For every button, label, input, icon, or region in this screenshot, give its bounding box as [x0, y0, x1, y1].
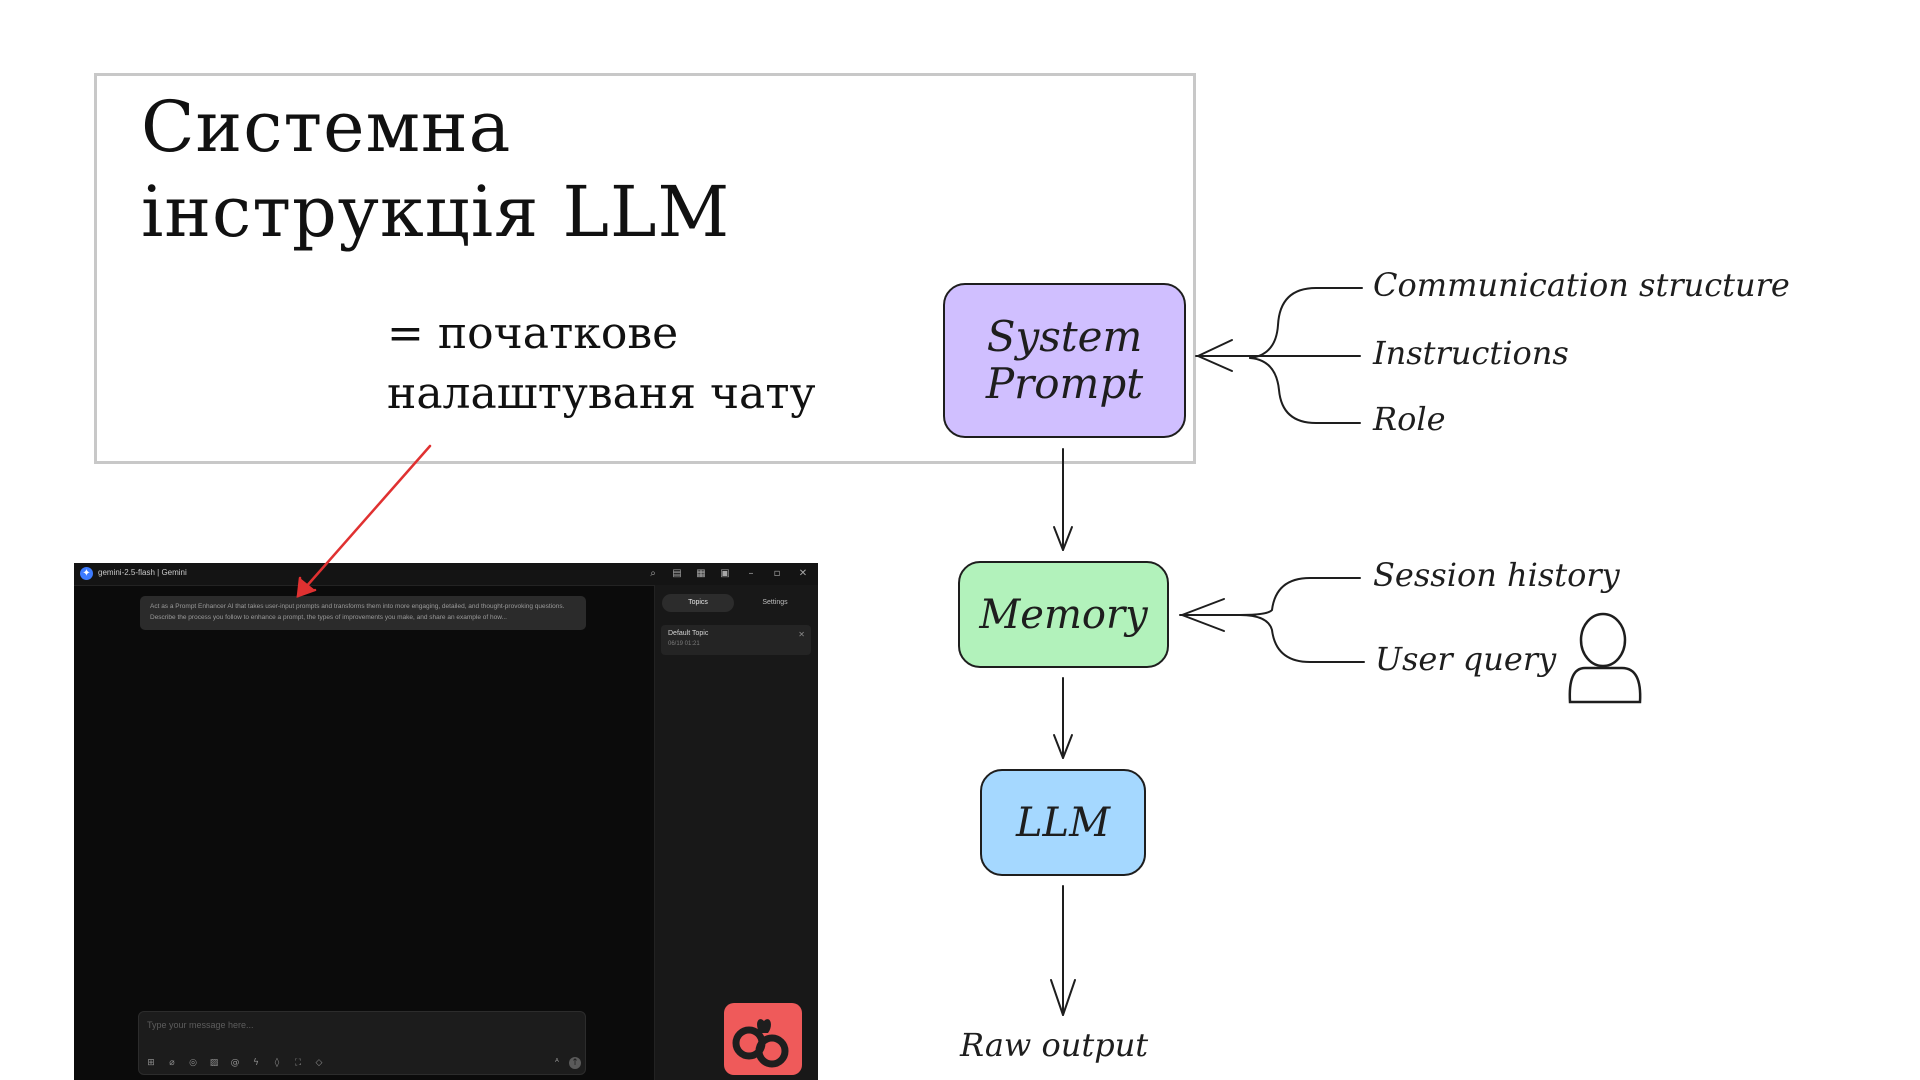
- label-raw-output: Raw output: [960, 1026, 1149, 1064]
- paperclip-icon[interactable]: ⌀: [169, 1058, 175, 1068]
- system-prompt-node: System Prompt: [943, 283, 1186, 438]
- grid-icon[interactable]: ▦: [696, 568, 706, 579]
- topic-time: 06/19 01:21: [668, 641, 700, 647]
- tab-topics[interactable]: Topics: [662, 594, 734, 612]
- subtitle-line-1: = початкове: [387, 308, 679, 359]
- connector-session-history: [1239, 577, 1361, 616]
- eraser-icon[interactable]: ◇: [315, 1058, 323, 1068]
- subtitle-line-2: налаштуваня чату: [387, 368, 816, 419]
- image-icon[interactable]: ▨: [209, 1058, 219, 1068]
- app-sidebar: Topics Settings Default Topic 06/19 01:2…: [654, 585, 818, 1080]
- minimize-icon[interactable]: –: [748, 568, 754, 579]
- label-instructions: Instructions: [1373, 334, 1569, 372]
- connector-user-query: [1239, 614, 1365, 663]
- at-icon[interactable]: @: [230, 1058, 240, 1068]
- message-input-placeholder: Type your message here...: [147, 1020, 254, 1030]
- chat-app-screenshot: ✦ gemini-2.5-flash | Gemini ⌕ ▤ ▦ ▣ – ▫ …: [74, 563, 818, 1080]
- arrowhead-output: [1050, 979, 1076, 1016]
- topic-item[interactable]: Default Topic 06/19 01:21 ✕: [661, 625, 811, 655]
- label-communication-structure: Communication structure: [1373, 266, 1790, 304]
- layout-icon[interactable]: ▤: [672, 568, 682, 579]
- send-icon[interactable]: ↑: [569, 1057, 581, 1069]
- close-icon[interactable]: ✕: [798, 568, 808, 579]
- restore-icon[interactable]: ▫: [773, 568, 781, 579]
- app-titlebar: ✦ gemini-2.5-flash | Gemini ⌕ ▤ ▦ ▣ – ▫ …: [74, 563, 818, 586]
- close-icon[interactable]: ✕: [798, 630, 805, 639]
- brand-logo-icon: [724, 1003, 802, 1075]
- label-role: Role: [1373, 400, 1446, 438]
- attach-icon[interactable]: ⊞: [147, 1058, 155, 1068]
- tab-settings[interactable]: Settings: [762, 599, 788, 606]
- llm-node: LLM: [980, 769, 1146, 876]
- translate-icon[interactable]: ᴬ: [555, 1058, 559, 1068]
- pointer-arrowhead: [296, 576, 317, 598]
- arrowhead-system-prompt: [1197, 339, 1233, 372]
- label-session-history: Session history: [1373, 556, 1620, 594]
- expand-icon[interactable]: ⛶: [294, 1058, 302, 1068]
- title-line-1: Системна: [141, 86, 512, 168]
- bolt-icon[interactable]: ϟ: [253, 1058, 259, 1068]
- message-input[interactable]: Type your message here... ⊞ ⌀ ◎ ▨ @ ϟ ◊ …: [138, 1011, 586, 1075]
- memory-node: Memory: [958, 561, 1169, 668]
- arrowhead-llm-top: [1053, 734, 1073, 759]
- window-icon[interactable]: ▣: [720, 568, 730, 579]
- connector-communication-structure: [1249, 287, 1363, 359]
- search-icon[interactable]: ⌕: [650, 568, 656, 579]
- system-prompt-message: Act as a Prompt Enhancer AI that takes u…: [140, 596, 586, 630]
- shield-icon[interactable]: ◊: [274, 1058, 280, 1068]
- user-icon: [1568, 612, 1642, 704]
- label-user-query: User query: [1375, 640, 1557, 678]
- topic-name: Default Topic: [668, 630, 709, 637]
- pointer-arrow: [296, 444, 432, 598]
- arrowhead-memory-top: [1053, 526, 1073, 551]
- connector-role: [1249, 357, 1361, 424]
- globe-icon[interactable]: ◎: [189, 1058, 197, 1068]
- title-line-2: інструкція LLM: [141, 171, 731, 253]
- app-logo-icon: ✦: [80, 567, 93, 580]
- title-box: Системна інструкція LLM = початкове нала…: [94, 73, 1196, 464]
- arrowhead-memory: [1181, 598, 1225, 632]
- app-window-title: gemini-2.5-flash | Gemini: [98, 568, 187, 577]
